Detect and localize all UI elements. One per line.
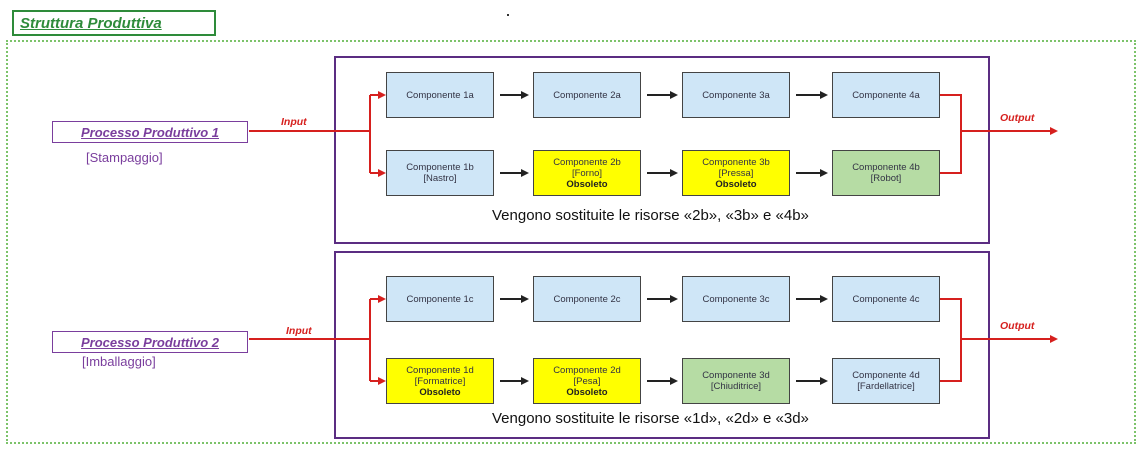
process-2-name: Processo Produttivo 2 [81,335,219,350]
process-2-output-label: Output [1000,320,1035,332]
component-box: Componente 4c [832,276,940,322]
process-1-output-label: Output [1000,112,1035,124]
component-box: Componente 3d[Chiuditrice] [682,358,790,404]
title-box: Struttura Produttiva [12,10,216,36]
component-status: Obsoleto [566,386,608,398]
component-label: [Fardellatrice] [857,381,915,392]
component-box: Componente 3b[Pressa]Obsoleto [682,150,790,196]
component-label: Componente 3d [702,370,770,381]
component-label: Componente 4d [852,370,920,381]
component-label: Componente 1b [406,162,474,173]
component-box: Componente 1a [386,72,494,118]
component-label: [Pressa] [718,167,754,179]
component-label: [Robot] [870,173,902,184]
component-box: Componente 2a [533,72,641,118]
component-box: Componente 2b[Forno]Obsoleto [533,150,641,196]
component-box: Componente 1c [386,276,494,322]
component-label: Componente 4a [852,89,920,101]
component-label: Componente 2d [553,364,621,376]
component-status: Obsoleto [566,178,608,190]
component-box: Componente 1d[Formatrice]Obsoleto [386,358,494,404]
component-label: Componente 3c [702,293,770,305]
process-1-sub: [Stampaggio] [86,150,163,165]
component-label: Componente 2a [553,89,621,101]
process-2-input-label: Input [286,325,312,337]
component-box: Componente 1b[Nastro] [386,150,494,196]
component-label: Componente 1d [406,364,474,376]
component-label: [Nastro] [423,173,457,184]
component-box: Componente 2d[Pesa]Obsoleto [533,358,641,404]
component-box: Componente 4b[Robot] [832,150,940,196]
component-label: [Formatrice] [414,375,466,387]
outer-dotted-frame [6,40,1136,444]
output-merge-line [940,94,962,174]
component-label: Componente 3a [702,89,770,101]
component-label: Componente 2c [553,293,621,305]
diagram-title: Struttura Produttiva [20,15,162,32]
component-box: Componente 4d[Fardellatrice] [832,358,940,404]
component-label: Componente 2b [553,156,621,168]
process-1-note: Vengono sostituite le risorse «2b», «3b»… [492,207,809,224]
component-box: Componente 3c [682,276,790,322]
component-status: Obsoleto [715,178,757,190]
component-label: Componente 4c [852,293,920,305]
component-label: Componente 1c [406,293,474,305]
stray-dot [507,14,509,16]
process-1-input-label: Input [281,116,307,128]
process-2-label-box: Processo Produttivo 2 [52,331,248,353]
process-1-label-box: Processo Produttivo 1 [52,121,248,143]
component-box: Componente 4a [832,72,940,118]
component-label: Componente 4b [852,162,920,173]
component-label: [Pesa] [573,375,601,387]
component-box: Componente 2c [533,276,641,322]
component-label: [Chiuditrice] [710,381,762,392]
component-box: Componente 3a [682,72,790,118]
process-2-sub: [Imballaggio] [82,354,156,369]
component-label: [Forno] [571,167,603,179]
component-label: Componente 3b [702,156,770,168]
output-merge-line [940,298,962,382]
component-status: Obsoleto [419,386,461,398]
process-2-note: Vengono sostituite le risorse «1d», «2d»… [492,410,809,427]
process-1-name: Processo Produttivo 1 [81,125,219,140]
component-label: Componente 1a [406,89,474,101]
